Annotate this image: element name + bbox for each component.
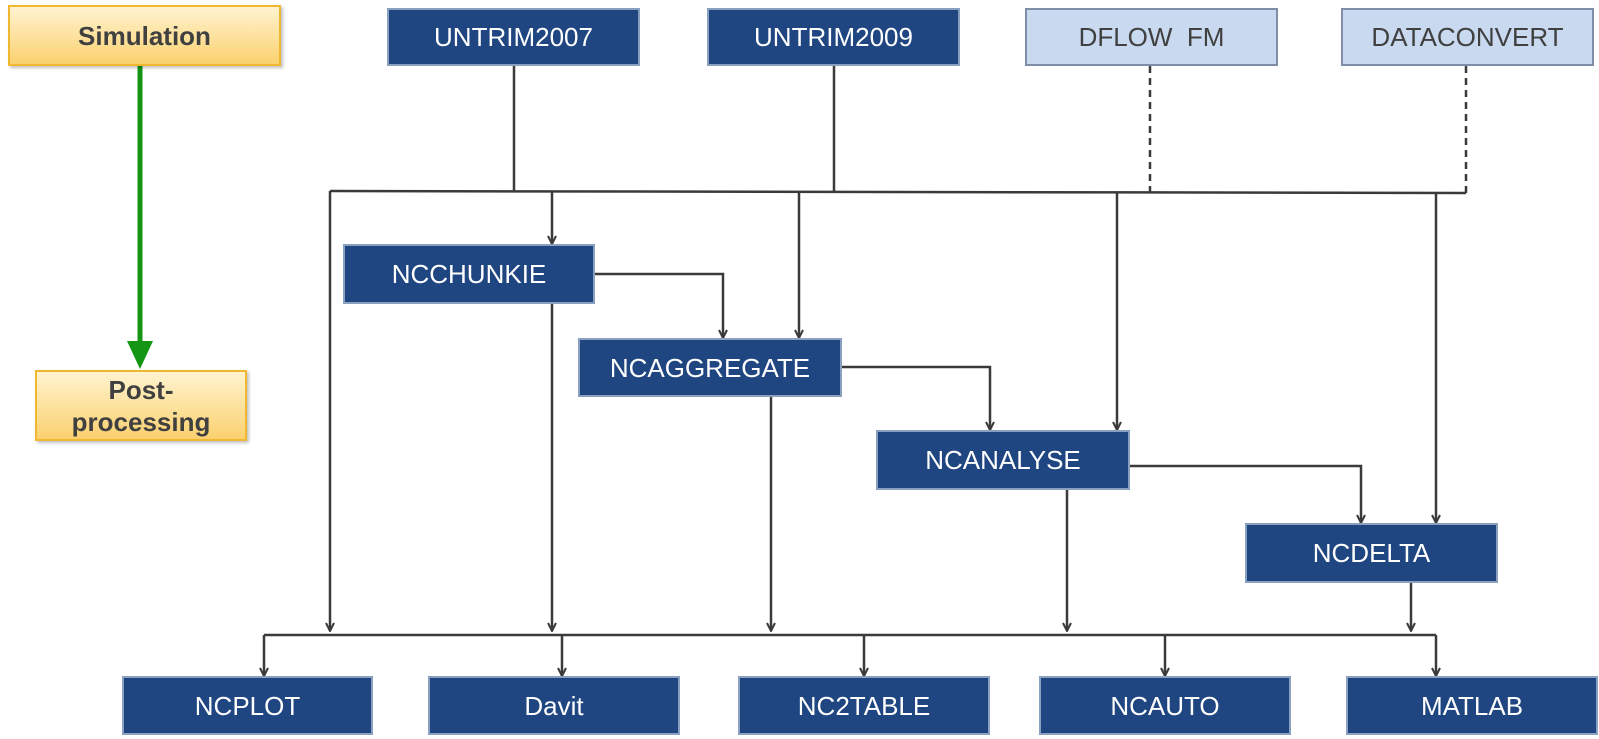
ncchunkie-box: NCCHUNKIE [343, 244, 595, 304]
matlab-label: MATLAB [1420, 690, 1524, 721]
untrim2009-label: UNTRIM2009 [754, 22, 913, 52]
ncaggregate-label: NCAGGREGATE [609, 352, 811, 383]
input-bus-line [329, 189, 1467, 195]
simulation-legend-box: Simulation [8, 5, 281, 66]
postprocessing-label: Post- processing [71, 374, 211, 437]
nc2table-box: NC2TABLE [738, 676, 990, 735]
ncauto-label: NCAUTO [1110, 690, 1220, 721]
untrim2009-box: UNTRIM2009 [707, 8, 960, 66]
ncaggregate-to-ncanalyse-arrow [842, 365, 990, 430]
dataconvert-label: DATACONVERT [1371, 22, 1564, 52]
ncplot-box: NCPLOT [122, 676, 373, 735]
ncplot-label: NCPLOT [194, 690, 301, 721]
simulation-label: Simulation [78, 20, 211, 51]
untrim2007-box: UNTRIM2007 [387, 8, 640, 66]
ncdelta-box: NCDELTA [1245, 523, 1498, 583]
ncchunkie-to-ncaggregate-arrow [595, 272, 723, 338]
ncdelta-label: NCDELTA [1312, 538, 1431, 568]
davit-label: Davit [524, 690, 584, 721]
untrim2007-label: UNTRIM2007 [434, 22, 593, 52]
davit-box: Davit [428, 676, 680, 735]
ncauto-box: NCAUTO [1039, 676, 1291, 735]
ncanalyse-to-ncdelta-arrow [1130, 464, 1361, 523]
ncanalyse-box: NCANALYSE [876, 430, 1130, 490]
postprocessing-legend-box: Post- processing [35, 370, 247, 441]
dflow-fm-box: DFLOW FM [1025, 8, 1278, 66]
matlab-box: MATLAB [1346, 676, 1598, 735]
dataconvert-box: DATACONVERT [1341, 8, 1594, 66]
nc2table-label: NC2TABLE [797, 690, 931, 721]
ncanalyse-label: NCANALYSE [925, 445, 1081, 475]
dflow-fm-label: DFLOW FM [1078, 22, 1225, 52]
ncaggregate-box: NCAGGREGATE [578, 338, 842, 397]
ncchunkie-label: NCCHUNKIE [391, 259, 547, 289]
